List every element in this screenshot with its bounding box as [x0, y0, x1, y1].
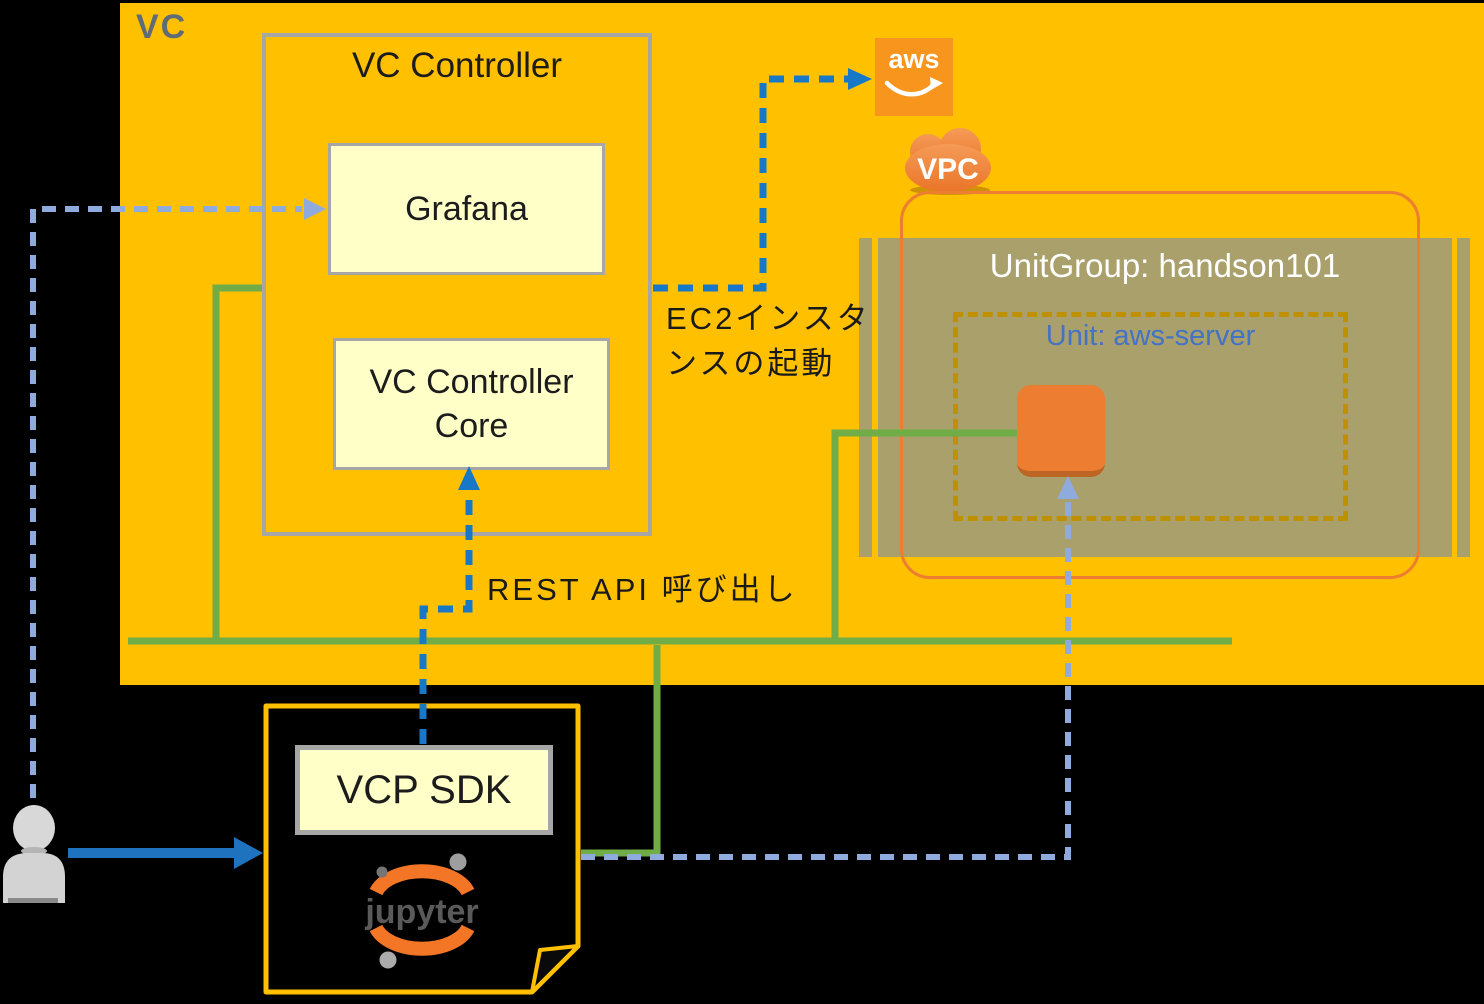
ec2-launch-annotation-line1: EC2インスタ: [666, 301, 871, 336]
unitgroup-back-sheet-right: [1457, 238, 1470, 557]
unitgroup-label: UnitGroup: handson101: [989, 247, 1341, 284]
user-notebook-arrowhead-icon: [234, 837, 263, 869]
grafana-node: Grafana: [328, 143, 605, 275]
vpc-cloud-label: VPC: [917, 153, 979, 186]
unit-box: [953, 312, 1348, 521]
aws-smile-icon: [884, 77, 943, 97]
vpc-boundary-box: [900, 191, 1420, 579]
ec2-instance-icon: [1017, 385, 1105, 477]
vcp-sdk-label: VCP SDK: [336, 768, 512, 812]
aws-logo-icon: aws: [875, 38, 953, 116]
jupyter-logo-label: jupyter: [364, 893, 478, 931]
notebook-folded-corner: [530, 944, 580, 994]
unit-label: Unit: aws-server: [1045, 320, 1256, 352]
vc-controller-core-node: VC Controller Core: [333, 338, 610, 470]
ec2-launch-annotation-line2: ンスの起動: [666, 346, 836, 381]
vc-controller-core-label: VC Controller Core: [369, 363, 574, 445]
vpc-cloud-icon: VPC: [905, 128, 991, 195]
aws-logo-label: aws: [888, 44, 940, 74]
ec2-launch-annotation: EC2インスタ ンスの起動: [666, 296, 871, 386]
vcp-sdk-node: VCP SDK: [295, 745, 553, 835]
rest-api-annotation: REST API 呼び出し: [487, 572, 798, 607]
grafana-label: Grafana: [405, 190, 528, 228]
vc-controller-title: VC Controller: [351, 46, 563, 85]
jupyter-logo: jupyter: [364, 853, 479, 969]
user-person-icon: [3, 805, 65, 903]
vc-boundary-label: VC: [136, 8, 188, 46]
unitgroup-back-sheet-left: [859, 238, 872, 557]
